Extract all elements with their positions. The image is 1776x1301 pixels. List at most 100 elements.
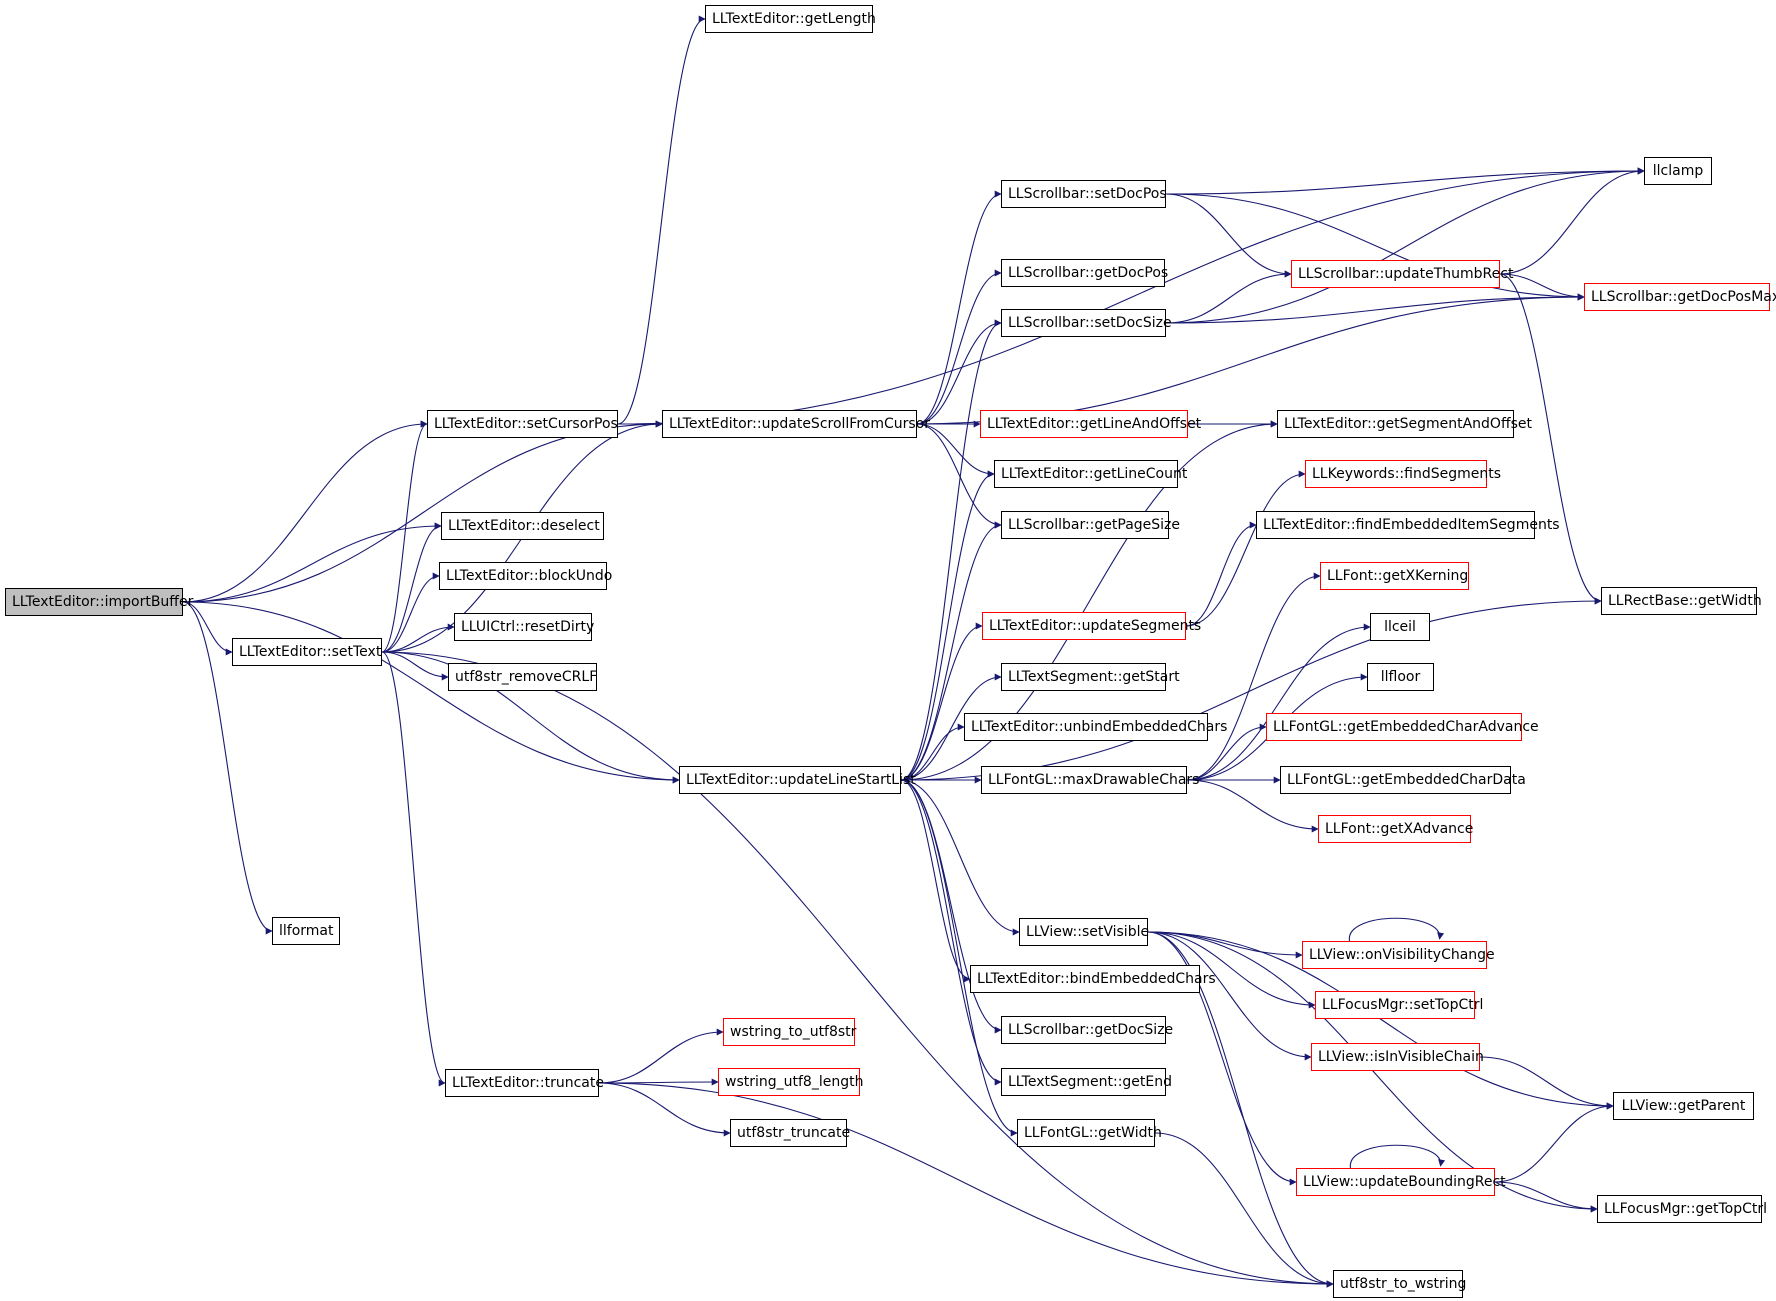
edge-updateBoundingRect-to-updateBoundingRect <box>1349 1144 1446 1169</box>
node-getEmbeddedCharData[interactable]: LLFontGL::getEmbeddedCharData <box>1280 766 1526 794</box>
node-findEmbeddedItemSegments[interactable]: LLTextEditor::findEmbeddedItemSegments <box>1256 511 1560 539</box>
node-isInVisibleChain[interactable]: LLView::isInVisibleChain <box>1311 1043 1484 1071</box>
node-utf8str_truncate[interactable]: utf8str_truncate <box>730 1119 850 1147</box>
node-removeCRLF[interactable]: utf8str_removeCRLF <box>448 663 597 691</box>
node-blockUndo[interactable]: LLTextEditor::blockUndo <box>439 562 612 590</box>
node-getDocPos[interactable]: LLScrollbar::getDocPos <box>1001 259 1168 287</box>
edge-updateLineStartList-to-setDocSize <box>900 319 1002 781</box>
node-setDocPos[interactable]: LLScrollbar::setDocPos <box>1001 180 1167 208</box>
node-getLineCount[interactable]: LLTextEditor::getLineCount <box>994 460 1187 488</box>
edge-maxDrawableChars-to-llceil <box>1186 623 1371 781</box>
edge-updateLineStartList-to-getStart <box>900 673 1002 781</box>
node-getPageSize[interactable]: LLScrollbar::getPageSize <box>1001 511 1180 539</box>
edge-importBuffer-to-updateLineStartList <box>182 601 680 784</box>
node-onVisibilityChange[interactable]: LLView::onVisibilityChange <box>1302 941 1495 969</box>
edge-updateScrollFromCursor-to-getLineCount <box>916 423 995 478</box>
node-getXAdvance[interactable]: LLFont::getXAdvance <box>1318 815 1473 843</box>
node-resetDirty[interactable]: LLUICtrl::resetDirty <box>454 613 594 641</box>
edge-setVisible-to-getParent <box>1147 931 1614 1110</box>
node-unbindEmbeddedChars[interactable]: LLTextEditor::unbindEmbeddedChars <box>964 713 1227 741</box>
edge-maxDrawableChars-to-getEmbeddedCharAdvance <box>1186 723 1267 781</box>
edge-setVisible-to-updateBoundingRect <box>1147 931 1297 1186</box>
node-getLength[interactable]: LLTextEditor::getLength <box>705 5 876 33</box>
edge-setDocSize-to-updateThumbRect <box>1165 270 1292 324</box>
edge-truncate-to-utf8str_truncate <box>598 1082 731 1137</box>
edge-setText-to-deselect <box>381 522 442 653</box>
node-setVisible[interactable]: LLView::setVisible <box>1019 918 1149 946</box>
node-rectGetWidth[interactable]: LLRectBase::getWidth <box>1601 587 1762 615</box>
node-getEmbeddedCharAdvance[interactable]: LLFontGL::getEmbeddedCharAdvance <box>1266 713 1539 741</box>
node-getTopCtrl[interactable]: LLFocusMgr::getTopCtrl <box>1597 1195 1767 1223</box>
edge-onVisibilityChange-to-onVisibilityChange <box>1348 917 1445 942</box>
edge-importBuffer-to-setText <box>182 601 233 656</box>
edge-setCursorPos-to-getLength <box>617 15 706 425</box>
node-truncate[interactable]: LLTextEditor::truncate <box>445 1069 604 1097</box>
node-setDocSize[interactable]: LLScrollbar::setDocSize <box>1001 309 1172 337</box>
node-updateThumbRect[interactable]: LLScrollbar::updateThumbRect <box>1291 260 1513 288</box>
edge-updateScrollFromCursor-to-setDocPos <box>916 190 1002 425</box>
node-findSegments[interactable]: LLKeywords::findSegments <box>1305 460 1501 488</box>
edge-setText-to-updateLineStartList <box>381 651 680 784</box>
node-getXKerning[interactable]: LLFont::getXKerning <box>1320 562 1469 590</box>
node-getDocSize[interactable]: LLScrollbar::getDocSize <box>1001 1016 1173 1044</box>
node-utf8str_to_wstring[interactable]: utf8str_to_wstring <box>1333 1270 1466 1298</box>
node-wstring_to_utf8str[interactable]: wstring_to_utf8str <box>723 1018 856 1046</box>
node-getParent[interactable]: LLView::getParent <box>1613 1092 1754 1120</box>
edge-updateScrollFromCursor-to-getDocPos <box>916 269 1002 425</box>
node-updateLineStartList[interactable]: LLTextEditor::updateLineStartList <box>679 766 916 794</box>
edge-updateLineStartList-to-getLineCount <box>900 470 995 781</box>
edge-setDocSize-to-llclamp <box>1165 167 1645 324</box>
edge-setVisible-to-isInVisibleChain <box>1147 931 1312 1061</box>
edge-updateLineStartList-to-getSegmentAndOffset <box>900 420 1278 781</box>
edge-setDocPos-to-getDocPosMax <box>1165 193 1585 301</box>
node-setCursorPos[interactable]: LLTextEditor::setCursorPos <box>427 410 618 438</box>
edge-updateLineStartList-to-getPageSize <box>900 521 1002 781</box>
edge-truncate-to-utf8str_to_wstring <box>598 1082 1334 1288</box>
edge-importBuffer-to-llformat <box>182 601 273 935</box>
node-setTopCtrl[interactable]: LLFocusMgr::setTopCtrl <box>1315 991 1483 1019</box>
node-bindEmbeddedChars[interactable]: LLTextEditor::bindEmbeddedChars <box>970 965 1216 993</box>
edge-updateLineStartList-to-bindEmbeddedChars <box>900 779 971 983</box>
node-llfloor[interactable]: llfloor <box>1367 663 1434 691</box>
edge-updateLineStartList-to-getEnd <box>900 779 1002 1086</box>
edge-updateLineStartList-to-unbindEmbeddedChars <box>900 723 965 781</box>
node-getDocPosMax[interactable]: LLScrollbar::getDocPosMax <box>1584 283 1776 311</box>
edge-setDocSize-to-getDocPosMax <box>1165 293 1585 324</box>
node-llceil[interactable]: llceil <box>1370 613 1430 641</box>
edge-importBuffer-to-deselect <box>182 522 442 603</box>
node-updateSegments[interactable]: LLTextEditor::updateSegments <box>982 612 1201 640</box>
node-getSegmentAndOffset[interactable]: LLTextEditor::getSegmentAndOffset <box>1277 410 1532 438</box>
node-llformat[interactable]: llformat <box>272 917 340 945</box>
edge-updateBoundingRect-to-getParent <box>1494 1102 1614 1183</box>
edge-maxDrawableChars-to-getXKerning <box>1186 572 1321 781</box>
node-maxDrawableChars[interactable]: LLFontGL::maxDrawableChars <box>981 766 1199 794</box>
edge-setVisible-to-utf8str_to_wstring <box>1147 931 1334 1288</box>
node-updateBoundingRect[interactable]: LLView::updateBoundingRect <box>1296 1168 1506 1196</box>
node-getLineAndOffset[interactable]: LLTextEditor::getLineAndOffset <box>980 410 1201 438</box>
edge-updateLineStartList-to-updateSegments <box>900 622 983 781</box>
edge-updateThumbRect-to-rectGetWidth <box>1499 273 1602 605</box>
edge-updateScrollFromCursor-to-setDocSize <box>916 319 1002 425</box>
node-wstring_utf8_length[interactable]: wstring_utf8_length <box>718 1068 863 1096</box>
node-getEnd[interactable]: LLTextSegment::getEnd <box>1001 1068 1172 1096</box>
node-setText[interactable]: LLTextEditor::setText <box>232 638 382 666</box>
edge-setDocPos-to-llclamp <box>1165 167 1645 195</box>
node-fontGetWidth[interactable]: LLFontGL::getWidth <box>1017 1119 1162 1147</box>
edge-updateSegments-to-findEmbeddedItemSegments <box>1185 521 1257 627</box>
edge-updateThumbRect-to-llclamp <box>1499 167 1645 275</box>
edge-setText-to-truncate <box>381 651 446 1087</box>
node-importBuffer[interactable]: LLTextEditor::importBuffer <box>5 588 193 616</box>
edge-updateSegments-to-findSegments <box>1185 470 1306 627</box>
edge-updateLineStartList-to-setVisible <box>900 779 1020 936</box>
node-llclamp[interactable]: llclamp <box>1644 157 1712 185</box>
edge-setText-to-setCursorPos <box>381 420 428 653</box>
edge-fontGetWidth-to-utf8str_to_wstring <box>1154 1132 1334 1288</box>
node-getStart[interactable]: LLTextSegment::getStart <box>1001 663 1180 691</box>
node-updateScrollFromCursor[interactable]: LLTextEditor::updateScrollFromCursor <box>662 410 930 438</box>
node-deselect[interactable]: LLTextEditor::deselect <box>441 512 604 540</box>
edge-importBuffer-to-setCursorPos <box>182 420 428 603</box>
edge-truncate-to-wstring_to_utf8str <box>598 1028 724 1084</box>
edge-setVisible-to-setTopCtrl <box>1147 931 1316 1009</box>
